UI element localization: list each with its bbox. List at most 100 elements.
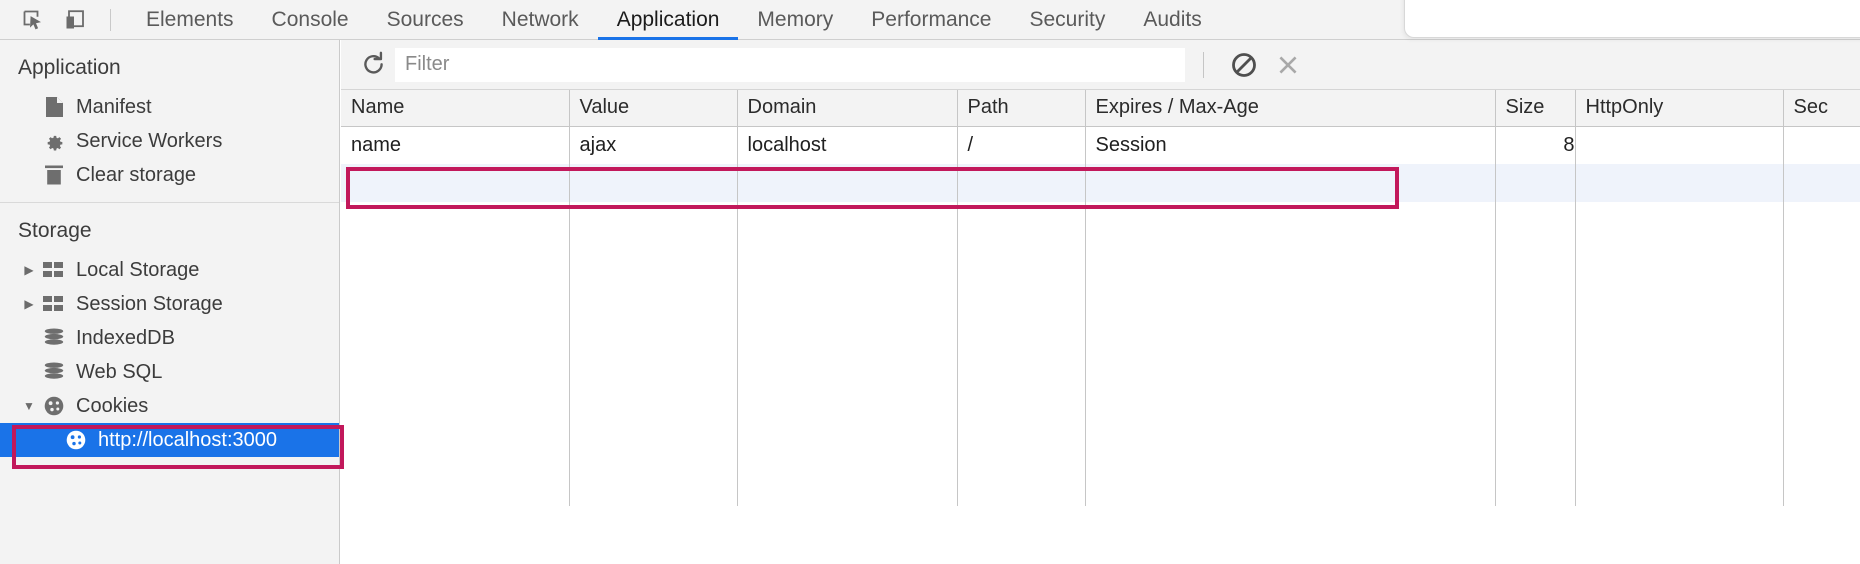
table-row[interactable]: name ajax localhost / Session 8 — [341, 126, 1860, 164]
sidebar-item-session-storage[interactable]: ▶ Session Storage — [0, 287, 339, 321]
cell-empty — [1085, 316, 1496, 354]
column-header-value[interactable]: Value — [569, 90, 738, 127]
document-icon — [40, 96, 68, 118]
column-header-size[interactable]: Size — [1495, 90, 1576, 127]
cell-size[interactable]: 8 — [1495, 126, 1576, 164]
tab-elements[interactable]: Elements — [127, 0, 253, 40]
cell-empty — [737, 392, 958, 430]
cell-empty — [1575, 430, 1784, 468]
cell-empty — [1575, 164, 1784, 202]
cell-empty — [1783, 240, 1860, 278]
cell-empty — [957, 392, 1086, 430]
cell-empty — [341, 240, 570, 278]
cell-empty — [1085, 468, 1496, 506]
toolbar-divider — [1203, 51, 1204, 78]
column-header-path[interactable]: Path — [957, 90, 1086, 127]
sidebar-item-label: Manifest — [76, 95, 152, 118]
sidebar-item-label: Clear storage — [76, 163, 197, 186]
sidebar-item-web-sql[interactable]: ▶ Web SQL — [0, 355, 339, 389]
cell-name[interactable]: name — [341, 126, 570, 164]
filter-input[interactable] — [395, 47, 1185, 82]
table-row-empty — [341, 240, 1860, 278]
cell-empty — [737, 278, 958, 316]
cell-empty — [737, 316, 958, 354]
sidebar-item-clear-storage[interactable]: ▶ Clear storage — [0, 158, 339, 192]
tab-memory[interactable]: Memory — [738, 0, 852, 40]
chevron-right-icon[interactable]: ▶ — [24, 297, 34, 311]
column-header-httponly[interactable]: HttpOnly — [1575, 90, 1784, 127]
delete-cookie-icon[interactable] — [1266, 43, 1310, 87]
cell-empty — [737, 240, 958, 278]
cell-domain[interactable]: localhost — [737, 126, 958, 164]
cell-path[interactable]: / — [957, 126, 1086, 164]
tab-network[interactable]: Network — [483, 0, 598, 40]
sidebar-item-service-workers[interactable]: ▶ Service Workers — [0, 124, 339, 158]
cell-empty — [1783, 278, 1860, 316]
cell-empty — [341, 354, 570, 392]
tab-audits[interactable]: Audits — [1124, 0, 1220, 40]
table-row-empty — [341, 278, 1860, 316]
tab-security[interactable]: Security — [1010, 0, 1124, 40]
tab-console[interactable]: Console — [253, 0, 368, 40]
cell-empty — [1495, 278, 1576, 316]
inspect-element-icon[interactable] — [12, 0, 54, 40]
cell-secure[interactable] — [1783, 126, 1860, 164]
chevron-right-icon[interactable]: ▶ — [24, 263, 34, 277]
sidebar-item-cookie-origin-localhost[interactable]: ▶ http://localhost:3000 — [0, 423, 339, 457]
cell-empty — [957, 468, 1086, 506]
cell-empty — [1085, 392, 1496, 430]
sidebar-item-manifest[interactable]: ▶ Manifest — [0, 90, 339, 124]
cell-empty — [737, 164, 958, 202]
cell-empty — [1783, 354, 1860, 392]
sidebar-item-label: IndexedDB — [76, 326, 175, 349]
sidebar-item-label: Session Storage — [76, 292, 223, 315]
cell-empty — [957, 430, 1086, 468]
cell-expires[interactable]: Session — [1085, 126, 1496, 164]
cell-empty — [1783, 164, 1860, 202]
column-header-expires[interactable]: Expires / Max-Age — [1085, 90, 1496, 127]
cell-empty — [1085, 430, 1496, 468]
cell-empty — [1085, 202, 1496, 240]
tab-label: Performance — [871, 7, 992, 31]
cell-empty — [569, 316, 738, 354]
tab-sources[interactable]: Sources — [368, 0, 483, 40]
cell-empty — [1495, 202, 1576, 240]
tab-label: Security — [1029, 7, 1106, 31]
table-icon — [40, 261, 68, 279]
sidebar-item-cookies[interactable]: ▼ Cookies — [0, 389, 339, 423]
cell-empty — [341, 430, 570, 468]
device-toolbar-icon[interactable] — [54, 0, 96, 40]
overlay-popup-panel — [1404, 0, 1860, 38]
sidebar-item-indexeddb[interactable]: ▶ IndexedDB — [0, 321, 339, 355]
refresh-icon[interactable] — [351, 43, 395, 87]
cell-empty — [341, 316, 570, 354]
tab-application[interactable]: Application — [597, 0, 739, 40]
cell-empty — [737, 202, 958, 240]
cell-empty — [1495, 468, 1576, 506]
table-icon — [40, 295, 68, 313]
cell-empty — [569, 354, 738, 392]
clear-all-cookies-icon[interactable] — [1222, 43, 1266, 87]
sidebar-item-local-storage[interactable]: ▶ Local Storage — [0, 253, 339, 287]
chevron-down-icon[interactable]: ▼ — [23, 399, 35, 413]
cell-empty — [1575, 392, 1784, 430]
cell-empty — [1783, 468, 1860, 506]
cell-value[interactable]: ajax — [569, 126, 738, 164]
table-row-empty — [341, 316, 1860, 354]
cookies-table-container[interactable]: Name Value Domain Path Expires / Max-Age… — [341, 90, 1860, 564]
tab-label: Elements — [146, 7, 234, 31]
column-header-name[interactable]: Name — [341, 90, 570, 127]
cell-empty — [1783, 202, 1860, 240]
cell-httponly[interactable] — [1575, 126, 1784, 164]
table-row-empty — [341, 468, 1860, 506]
cell-empty — [341, 164, 570, 202]
cell-empty — [957, 278, 1086, 316]
cookies-table: Name Value Domain Path Expires / Max-Age… — [341, 90, 1860, 506]
cell-empty — [1085, 278, 1496, 316]
cell-empty — [1495, 164, 1576, 202]
column-header-secure[interactable]: Sec — [1783, 90, 1860, 127]
table-row-empty — [341, 430, 1860, 468]
cell-empty — [569, 468, 738, 506]
column-header-domain[interactable]: Domain — [737, 90, 958, 127]
tab-performance[interactable]: Performance — [852, 0, 1010, 40]
